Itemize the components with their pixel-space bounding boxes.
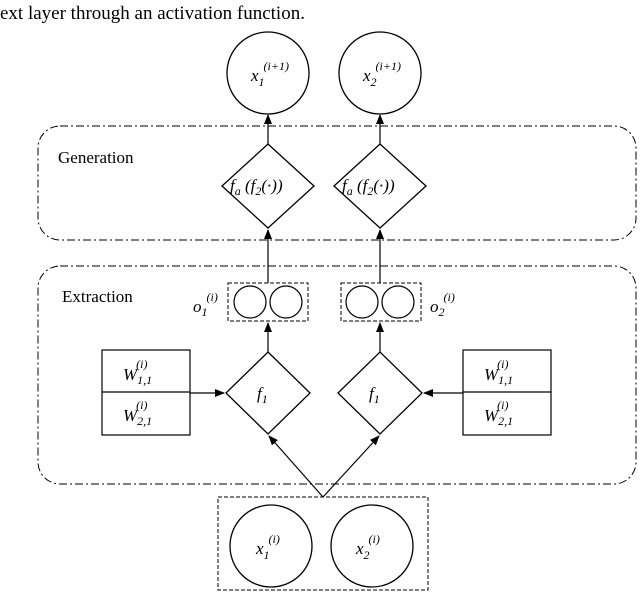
svg-text:f1: f1	[257, 384, 268, 406]
extractor-node-2: f1	[337, 351, 423, 435]
svg-text:x1(i): x1(i)	[255, 532, 280, 562]
extraction-label: Extraction	[62, 287, 133, 306]
input-node-2: x2(i)	[330, 504, 414, 588]
weights-box-left: W1,1(i) W2,1(i)	[101, 349, 191, 436]
input-node-1: x1(i)	[229, 504, 313, 588]
svg-text:o1(i): o1(i)	[193, 290, 218, 319]
svg-text:o2(i): o2(i)	[430, 290, 455, 319]
svg-text:W2,1(i): W2,1(i)	[484, 398, 513, 428]
svg-text:x2(i): x2(i)	[355, 532, 380, 562]
generation-label: Generation	[58, 148, 134, 167]
svg-text:x1(i+1): x1(i+1)	[250, 59, 289, 89]
output-node-2: x2(i+1)	[338, 31, 422, 115]
extraction-group	[37, 265, 637, 485]
extractor-node-1: f1	[225, 351, 311, 435]
svg-text:fa (f2(·)): fa (f2(·))	[342, 176, 395, 198]
svg-text:f1: f1	[369, 384, 380, 406]
output-node-1: x1(i+1)	[226, 31, 310, 115]
arrow-input-extractor2	[322, 435, 380, 498]
generation-group	[37, 125, 637, 241]
weights-box-right: W1,1(i) W2,1(i)	[462, 349, 552, 436]
svg-text:W1,1(i): W1,1(i)	[123, 357, 152, 387]
svg-text:W1,1(i): W1,1(i)	[484, 357, 513, 387]
extract-output-2: o2(i)	[340, 282, 455, 322]
activation-node-2: fa (f2(·))	[333, 143, 427, 229]
caption-text: ext layer through an activation function…	[0, 3, 305, 24]
svg-text:x2(i+1): x2(i+1)	[362, 59, 401, 89]
svg-text:W2,1(i): W2,1(i)	[123, 398, 152, 428]
extract-output-1: o1(i)	[193, 282, 309, 322]
activation-node-1: fa (f2(·))	[221, 143, 315, 229]
svg-text:fa (f2(·)): fa (f2(·))	[230, 176, 283, 198]
input-group	[217, 496, 429, 591]
arrow-input-extractor1	[268, 435, 324, 498]
